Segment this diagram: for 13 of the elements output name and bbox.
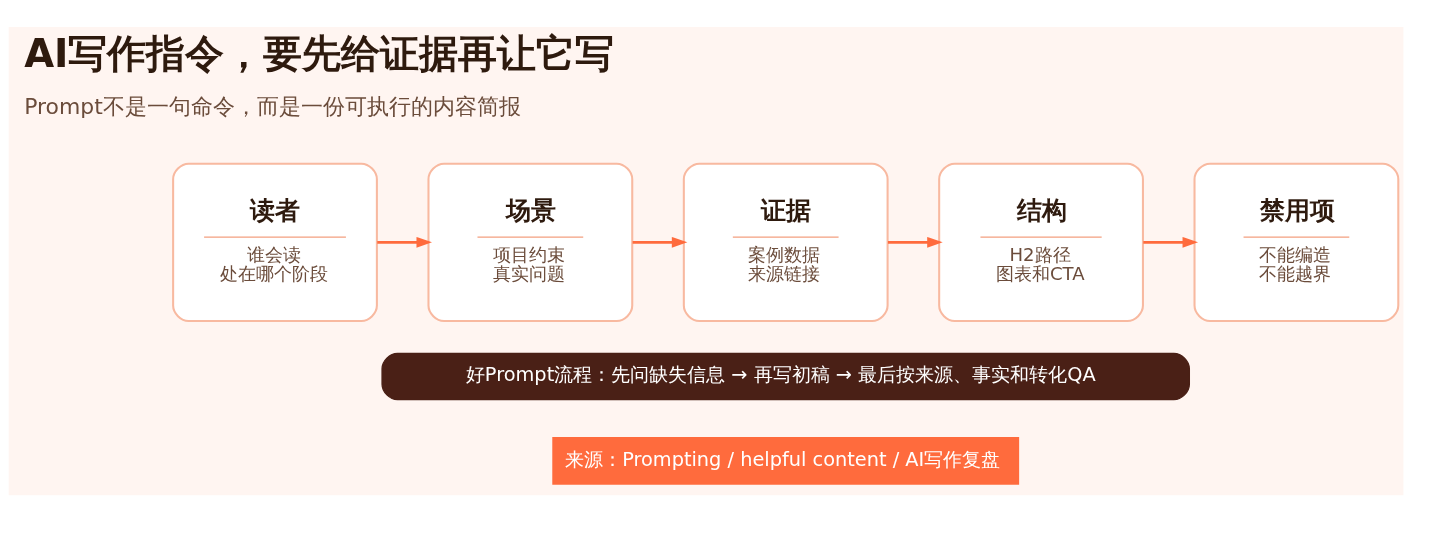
node-box: 结构 H2路径 图表和CTA bbox=[938, 162, 1144, 323]
node-box: 禁用项 不能编造 不能越界 bbox=[1193, 162, 1400, 323]
node-box: 证据 案例数据 来源链接 bbox=[682, 162, 889, 323]
node-box: 好Prompt流程：先问缺失信息 → 再写初稿 → 最后按来源、事实和转化QA bbox=[381, 352, 1190, 401]
diagram-title: AI写作指令，要先给证据再让它写 bbox=[24, 30, 615, 76]
node-box: 场景 项目约束 真实问题 bbox=[427, 162, 634, 323]
label: Prompt不是一句命令，而是一份可执行的内容简报 bbox=[24, 93, 521, 119]
arrow bbox=[632, 236, 688, 248]
label: 来源：Prompting / helpful content / AI写作复盘 bbox=[565, 448, 1001, 472]
arrow bbox=[887, 236, 943, 248]
arrow bbox=[1143, 236, 1199, 248]
node-box: 读者 谁会读 处在哪个阶段 bbox=[172, 162, 378, 323]
arrow bbox=[377, 236, 432, 248]
